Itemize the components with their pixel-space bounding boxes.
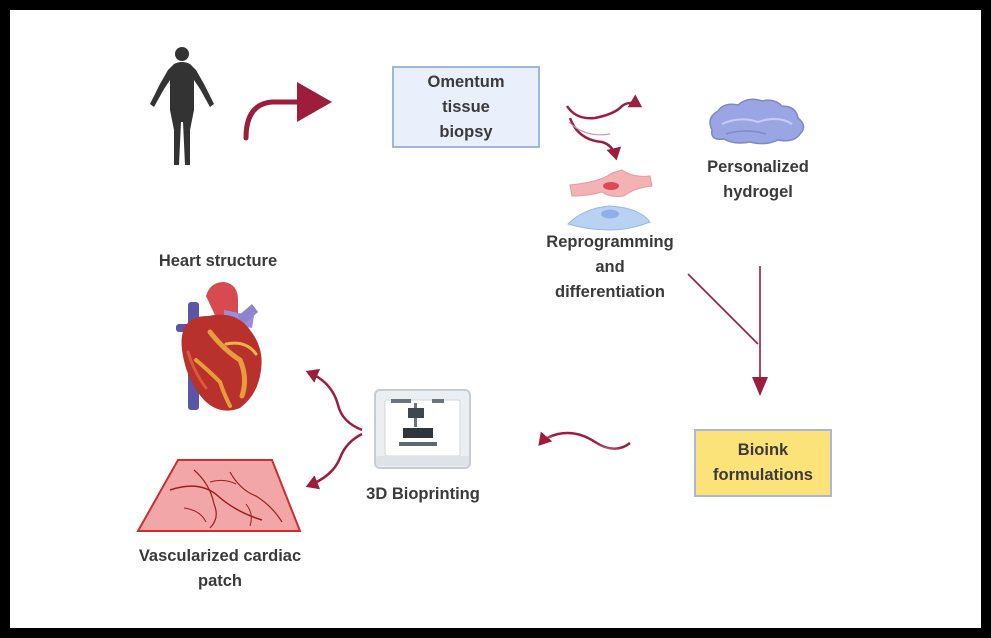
bioink-line-1: Bioink — [737, 441, 789, 459]
cardiac-patch-line-2: patch — [197, 572, 242, 590]
diagonal-line — [687, 273, 759, 345]
omentum-line-3: biopsy — [439, 122, 493, 141]
reprogramming-line-1: Reprogramming — [546, 233, 674, 251]
bioink-line-2: formulations — [713, 466, 813, 484]
omentum-line-2: tissue — [442, 97, 490, 116]
hydrogel-line-2: hydrogel — [723, 183, 793, 201]
personalized-hydrogel-label: Personalized hydrogel — [688, 155, 828, 205]
arrow-printer-to-heart — [305, 368, 363, 432]
bioprinting-line-1: 3D Bioprinting — [366, 485, 480, 503]
cardiac-patch-icon — [136, 459, 302, 532]
arrow-printer-to-patch — [305, 432, 363, 490]
human-figure-icon — [150, 47, 214, 165]
diagram-canvas: Omentum tissue biopsy Personalized hydro… — [10, 10, 981, 628]
cardiac-patch-label: Vascularized cardiac patch — [120, 544, 320, 594]
arrow-biopsy-faint — [568, 121, 611, 136]
omentum-biopsy-box: Omentum tissue biopsy — [392, 66, 540, 148]
bioink-formulations-box: Bioink formulations — [694, 429, 832, 497]
arrow-biopsy-to-hydrogel — [565, 94, 643, 120]
arrow-human-to-biopsy — [243, 82, 332, 141]
heart-icon — [176, 282, 262, 411]
reprogramming-line-2: and — [595, 258, 625, 276]
arrow-bioink-to-printer — [538, 431, 631, 450]
bioprinter-icon — [374, 389, 471, 469]
cells-icon — [567, 169, 653, 231]
arrow-biopsy-to-cells — [568, 117, 622, 161]
reprogramming-line-3: differentiation — [555, 283, 665, 301]
hydrogel-blob-icon — [709, 98, 805, 145]
heart-structure-label: Heart structure — [138, 249, 298, 274]
cardiac-patch-line-1: Vascularized cardiac — [138, 547, 302, 565]
hydrogel-line-1: Personalized — [707, 158, 809, 176]
omentum-line-1: Omentum — [427, 72, 505, 91]
bioprinting-label: 3D Bioprinting — [348, 482, 498, 507]
diagram-artwork — [136, 47, 805, 532]
reprogramming-label: Reprogramming and differentiation — [530, 230, 690, 305]
heart-structure-line-1: Heart structure — [158, 252, 278, 270]
